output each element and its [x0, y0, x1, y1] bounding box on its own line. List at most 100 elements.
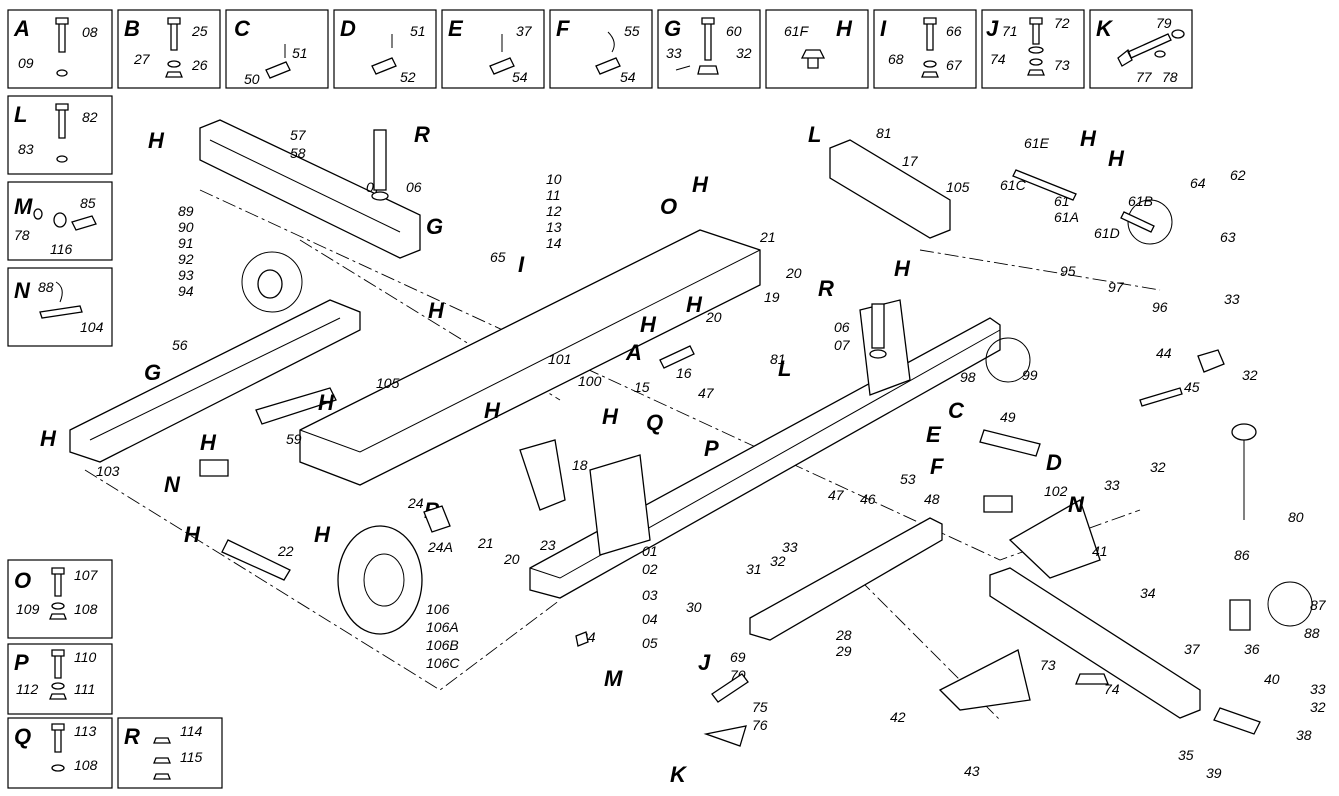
- svg-text:77: 77: [1136, 69, 1153, 85]
- svg-text:Q: Q: [14, 724, 31, 749]
- svg-text:110: 110: [74, 649, 97, 665]
- svg-text:79: 79: [1156, 15, 1172, 31]
- svg-text:78: 78: [14, 227, 30, 243]
- svg-text:20: 20: [503, 551, 520, 567]
- wheel-106: [337, 525, 423, 635]
- detail-box-b: B 25 27 26: [117, 9, 221, 89]
- hitch-drawbar: [749, 517, 943, 641]
- svg-text:O: O: [14, 568, 31, 593]
- svg-text:33: 33: [1310, 681, 1326, 697]
- svg-text:73: 73: [1040, 657, 1056, 673]
- svg-text:21: 21: [477, 535, 494, 551]
- svg-text:64: 64: [1190, 175, 1206, 191]
- svg-text:20: 20: [705, 309, 722, 325]
- svg-text:38: 38: [1296, 727, 1312, 743]
- svg-text:18: 18: [572, 457, 588, 473]
- tongue: [989, 567, 1201, 719]
- svg-text:P: P: [704, 436, 719, 461]
- svg-text:H: H: [686, 292, 703, 317]
- svg-text:51: 51: [292, 45, 308, 61]
- svg-text:112: 112: [16, 681, 39, 697]
- svg-text:01: 01: [642, 543, 658, 559]
- cylinder-59: [255, 387, 337, 425]
- svg-text:12: 12: [546, 203, 562, 219]
- svg-text:A: A: [13, 16, 30, 41]
- svg-text:66: 66: [946, 23, 962, 39]
- svg-text:86: 86: [1234, 547, 1250, 563]
- svg-text:33: 33: [782, 539, 798, 555]
- svg-text:41: 41: [1092, 543, 1108, 559]
- svg-text:D: D: [1046, 450, 1062, 475]
- bushing-detail-circle: [241, 251, 303, 313]
- centerline: [859, 579, 1001, 721]
- svg-text:34: 34: [1140, 585, 1156, 601]
- svg-text:08: 08: [82, 24, 98, 40]
- svg-text:Q: Q: [646, 410, 663, 435]
- svg-text:62: 62: [1230, 167, 1246, 183]
- detail-box-r: R 114 115: [117, 717, 223, 789]
- svg-text:44: 44: [1156, 345, 1172, 361]
- svg-text:H: H: [200, 430, 217, 455]
- svg-text:32: 32: [1310, 699, 1326, 715]
- svg-text:101: 101: [548, 351, 571, 367]
- svg-text:93: 93: [178, 267, 194, 283]
- tower-right: [859, 299, 911, 396]
- washer-detail-circle: [985, 337, 1031, 383]
- stand-detail-circle: [1267, 581, 1313, 627]
- svg-text:55: 55: [624, 23, 640, 39]
- svg-text:56: 56: [172, 337, 188, 353]
- svg-text:25: 25: [191, 23, 208, 39]
- svg-text:61A: 61A: [1054, 209, 1079, 225]
- svg-text:E: E: [448, 16, 464, 41]
- svg-text:N: N: [1068, 492, 1085, 517]
- svg-text:78: 78: [1162, 69, 1178, 85]
- svg-text:39: 39: [1206, 765, 1222, 781]
- svg-text:B: B: [124, 16, 140, 41]
- svg-text:L: L: [808, 122, 821, 147]
- detail-box-g: G 60 33 32: [657, 9, 761, 89]
- svg-text:106A: 106A: [426, 619, 459, 635]
- svg-text:13: 13: [546, 219, 562, 235]
- svg-text:75: 75: [752, 699, 768, 715]
- svg-text:99: 99: [1022, 367, 1038, 383]
- svg-text:J: J: [698, 650, 711, 675]
- svg-text:88: 88: [38, 279, 54, 295]
- svg-text:M: M: [604, 666, 623, 691]
- svg-text:G: G: [664, 16, 681, 41]
- svg-text:88: 88: [1304, 625, 1320, 641]
- svg-text:L: L: [778, 356, 791, 381]
- right-upper-frame: [829, 139, 951, 239]
- svg-text:C: C: [234, 16, 251, 41]
- svg-text:36: 36: [1244, 641, 1260, 657]
- svg-text:61E: 61E: [1024, 135, 1050, 151]
- svg-text:H: H: [148, 128, 165, 153]
- detail-box-a: A 08 09: [7, 9, 113, 89]
- svg-text:89: 89: [178, 203, 194, 219]
- svg-text:N: N: [164, 472, 181, 497]
- svg-text:H: H: [40, 426, 57, 451]
- svg-text:116: 116: [50, 241, 73, 257]
- svg-text:10: 10: [546, 171, 562, 187]
- svg-text:100: 100: [578, 373, 602, 389]
- centerline: [919, 249, 1161, 291]
- svg-text:H: H: [428, 298, 445, 323]
- svg-text:69: 69: [730, 649, 746, 665]
- svg-text:111: 111: [74, 681, 95, 697]
- svg-text:52: 52: [400, 69, 416, 85]
- main-frame-beam: [299, 229, 761, 486]
- svg-text:24: 24: [407, 495, 424, 511]
- svg-text:L: L: [14, 102, 27, 127]
- centerline: [199, 189, 1141, 561]
- svg-text:23: 23: [539, 537, 556, 553]
- svg-text:51: 51: [410, 23, 426, 39]
- svg-text:42: 42: [890, 709, 906, 725]
- svg-text:90: 90: [178, 219, 194, 235]
- svg-text:71: 71: [1002, 23, 1018, 39]
- svg-text:58: 58: [290, 145, 306, 161]
- svg-text:R: R: [818, 276, 834, 301]
- svg-text:19: 19: [764, 289, 780, 305]
- detail-box-m: M 85 78 116: [7, 181, 113, 261]
- svg-text:106B: 106B: [426, 637, 459, 653]
- detail-box-e: E 37 54: [441, 9, 545, 89]
- svg-text:47: 47: [698, 385, 715, 401]
